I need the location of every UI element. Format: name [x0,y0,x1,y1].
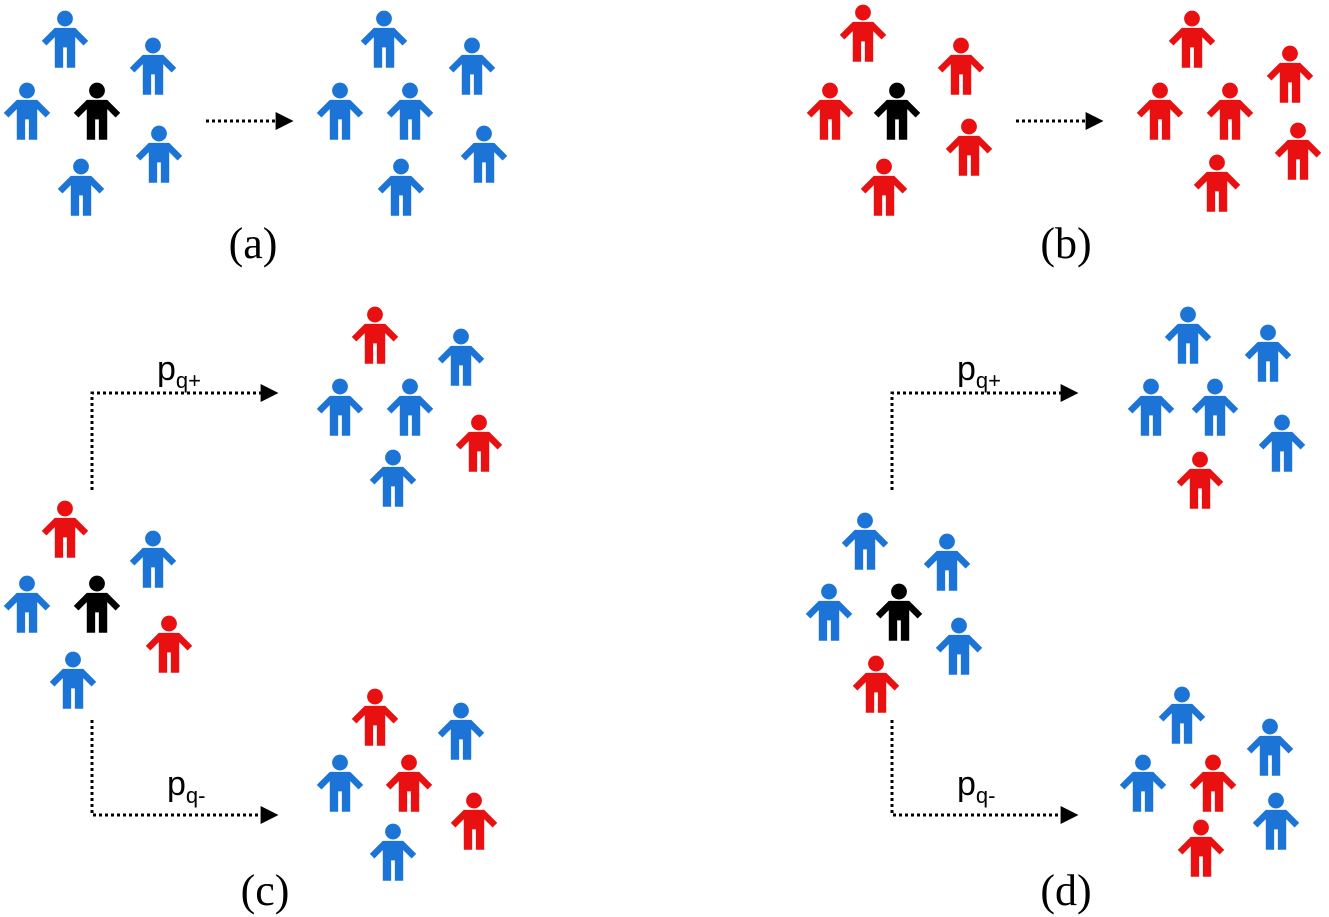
panel-c-outcome-up-group [316,306,503,507]
red-person-icon [41,500,89,558]
blue-person-icon [1252,792,1300,850]
panel-d-arrow-down [890,720,1079,824]
blue-person-icon [129,37,177,95]
blue-person-icon [805,583,853,641]
blue-person-icon [1244,324,1292,382]
blue-person-icon [316,754,364,812]
blue-person-icon [57,158,105,216]
red-person-icon [945,118,993,176]
focal-person-icon [73,82,121,140]
panel-c-prob-up: pq+ [157,350,201,393]
red-person-icon [1206,82,1254,140]
panel-a-label: (a) [229,219,278,268]
blue-person-icon [360,10,408,68]
panel-d-outcome-down-group [1119,686,1300,877]
panel-d-prob-up: pq+ [957,350,1001,393]
red-person-icon [145,615,193,673]
red-person-icon [450,792,498,850]
red-person-icon [385,754,433,812]
blue-person-icon [135,125,183,183]
blue-person-icon [1158,686,1206,744]
blue-person-icon [841,512,889,570]
panel-c-outcome-down-group [316,688,498,881]
panel-c-prob-down: pq- [167,765,205,808]
panel-c: pq+ pq- (c) [3,306,503,915]
panel-c-label: (c) [241,866,290,915]
blue-person-icon [1127,378,1175,436]
red-person-icon [852,655,900,713]
blue-person-icon [437,328,485,386]
panel-d-outcome-up-group [1127,306,1306,509]
blue-person-icon [316,82,364,140]
red-person-icon [937,37,985,95]
panel-b: (b) [806,4,1322,268]
panel-a-outcome-group [316,10,508,216]
blue-person-icon [377,158,425,216]
blue-person-icon [316,378,364,436]
red-person-icon [1266,45,1314,103]
blue-person-icon [923,533,971,591]
panel-a-initial-group [3,10,183,216]
blue-person-icon [1191,378,1239,436]
blue-person-icon [448,37,496,95]
panel-d-initial-group [805,512,983,713]
blue-person-icon [1164,306,1212,364]
blue-person-icon [460,125,508,183]
red-person-icon [860,158,908,216]
red-person-icon [806,82,854,140]
panel-b-initial-group [806,4,993,216]
panel-d: pq+ pq- (d) [805,306,1306,915]
blue-person-icon [386,82,434,140]
red-person-icon [1168,10,1216,68]
blue-person-icon [369,449,417,507]
focal-person-icon [875,583,923,641]
red-person-icon [1176,451,1224,509]
panel-c-initial-group [3,500,193,709]
panel-d-arrow-up [890,384,1079,490]
blue-person-icon [129,530,177,588]
red-person-icon [839,4,887,62]
blue-person-icon [3,575,51,633]
panel-d-label: (d) [1040,866,1091,915]
panel-c-arrow-down [90,720,279,824]
blue-person-icon [369,823,417,881]
blue-person-icon [935,617,983,675]
focal-person-icon [73,575,121,633]
red-person-icon [1136,82,1184,140]
red-person-icon [1177,819,1225,877]
blue-person-icon [1119,754,1167,812]
focal-person-icon [873,82,921,140]
blue-person-icon [1246,718,1294,776]
panel-d-prob-down: pq- [957,765,995,808]
blue-person-icon [41,10,89,68]
panel-b-label: (b) [1040,219,1091,268]
red-person-icon [1274,122,1322,180]
blue-person-icon [1258,414,1306,472]
blue-person-icon [437,702,485,760]
red-person-icon [455,414,503,472]
red-person-icon [351,688,399,746]
blue-person-icon [386,378,434,436]
red-person-icon [351,306,399,364]
panel-b-outcome-group [1136,10,1322,212]
panel-c-arrow-up [90,384,279,490]
blue-person-icon [49,651,97,709]
red-person-icon [1189,754,1237,812]
panel-a: (a) [3,10,508,268]
blue-person-icon [3,82,51,140]
red-person-icon [1193,154,1241,212]
